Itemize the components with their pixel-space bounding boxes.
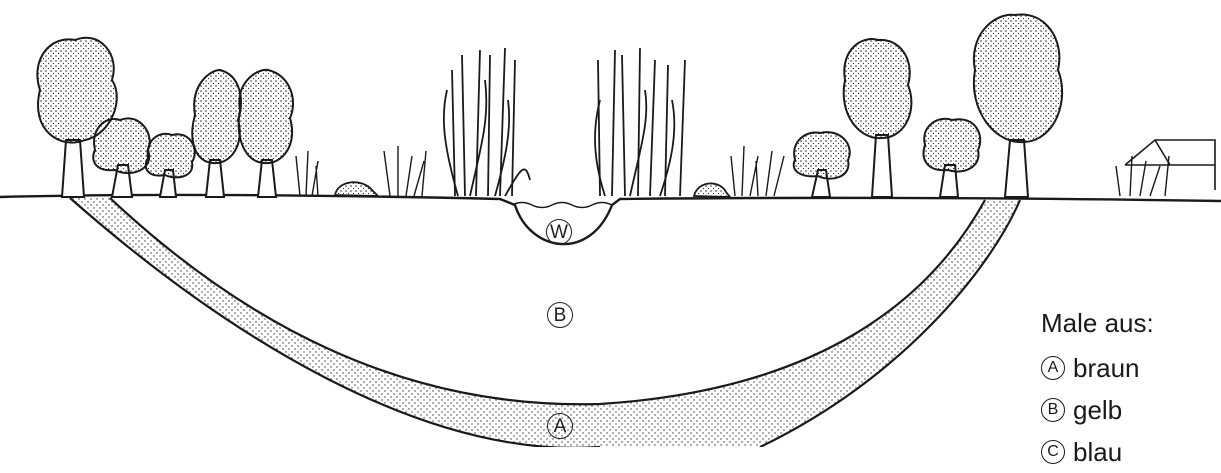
legend-item-b: B gelb bbox=[1041, 389, 1154, 431]
subsoil-layer bbox=[70, 198, 1020, 447]
tree-2 bbox=[93, 118, 150, 197]
legend-item-c: C blau bbox=[1041, 431, 1154, 473]
zone-label-subsoil: A bbox=[547, 413, 573, 439]
water-ripples bbox=[512, 203, 612, 208]
tree-6 bbox=[844, 39, 912, 197]
reeds-left bbox=[444, 48, 530, 196]
stone-right bbox=[694, 183, 730, 197]
ground-line bbox=[0, 195, 1221, 244]
legend-label: blau bbox=[1073, 437, 1122, 468]
tree-7 bbox=[794, 132, 850, 197]
legend-key: C bbox=[1041, 440, 1065, 464]
reeds-right bbox=[595, 48, 685, 196]
tree-8 bbox=[924, 119, 981, 197]
tree-5 bbox=[239, 70, 293, 197]
legend-key: A bbox=[1041, 356, 1065, 380]
hut bbox=[1125, 140, 1215, 190]
legend-key: B bbox=[1041, 398, 1065, 422]
coloring-legend: Male aus: A braun B gelb C blau bbox=[1041, 308, 1154, 473]
tree-1 bbox=[37, 38, 116, 197]
stone-left bbox=[335, 182, 378, 196]
tree-9 bbox=[974, 14, 1062, 197]
legend-item-a: A braun bbox=[1041, 347, 1154, 389]
legend-label: gelb bbox=[1073, 395, 1122, 426]
valley-cross-section-illustration bbox=[0, 0, 1221, 447]
zone-label-sand: B bbox=[547, 302, 573, 328]
legend-title: Male aus: bbox=[1041, 308, 1154, 339]
zone-label-water: W bbox=[546, 219, 572, 245]
legend-label: braun bbox=[1073, 353, 1140, 384]
grass-tufts bbox=[296, 146, 1169, 196]
tree-3 bbox=[146, 134, 195, 197]
tree-4 bbox=[192, 70, 241, 197]
